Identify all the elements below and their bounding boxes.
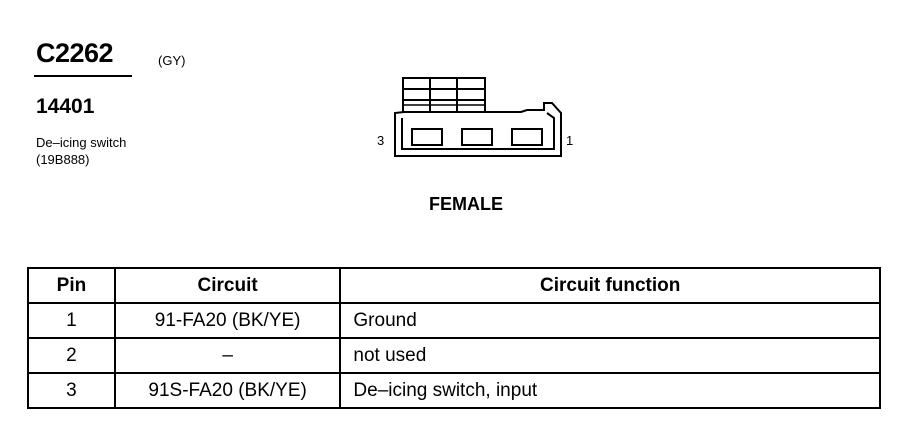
pin-cell: 1 bbox=[27, 302, 116, 339]
circuit-cell: 91S-FA20 (BK/YE) bbox=[113, 372, 342, 409]
table-row: 3 91S-FA20 (BK/YE) De–icing switch, inpu… bbox=[27, 372, 881, 409]
table-row: 2 – not used bbox=[27, 337, 881, 374]
connector-latch bbox=[402, 77, 486, 113]
pinout-table: Pin Circuit Circuit function 1 91-FA20 (… bbox=[27, 267, 881, 409]
circuit-cell: – bbox=[113, 337, 342, 374]
function-cell: Ground bbox=[339, 302, 881, 339]
description-name: De–icing switch bbox=[36, 135, 127, 150]
column-header-circuit: Circuit bbox=[113, 267, 342, 304]
connector-gender-label: FEMALE bbox=[429, 194, 503, 214]
connector-color-code: (GY) bbox=[158, 53, 186, 68]
connector-recess bbox=[401, 112, 555, 150]
connector-description: De–icing switch (19B888) bbox=[36, 134, 126, 168]
pin-cavity-1 bbox=[511, 128, 543, 146]
pin-cell: 2 bbox=[27, 337, 116, 374]
function-cell: not used bbox=[339, 337, 881, 374]
function-cell: De–icing switch, input bbox=[339, 372, 881, 409]
pin-label-left: 3 bbox=[377, 133, 385, 148]
table-header-row: Pin Circuit Circuit function bbox=[27, 267, 881, 304]
part-number: 14401 bbox=[36, 95, 95, 118]
pin-cavity-2 bbox=[461, 128, 493, 146]
circuit-cell: 91-FA20 (BK/YE) bbox=[113, 302, 342, 339]
pin-cell: 3 bbox=[27, 372, 116, 409]
pin-cavity-3 bbox=[411, 128, 443, 146]
connector-housing bbox=[394, 102, 562, 157]
connector-face-drawing bbox=[394, 77, 562, 157]
column-header-pin: Pin bbox=[27, 267, 116, 304]
table-row: 1 91-FA20 (BK/YE) Ground bbox=[27, 302, 881, 339]
connector-id-underline bbox=[34, 75, 132, 77]
connector-id: C2262 bbox=[36, 38, 114, 68]
pin-label-right: 1 bbox=[566, 133, 574, 148]
column-header-function: Circuit function bbox=[339, 267, 881, 304]
description-code: (19B888) bbox=[36, 152, 90, 167]
